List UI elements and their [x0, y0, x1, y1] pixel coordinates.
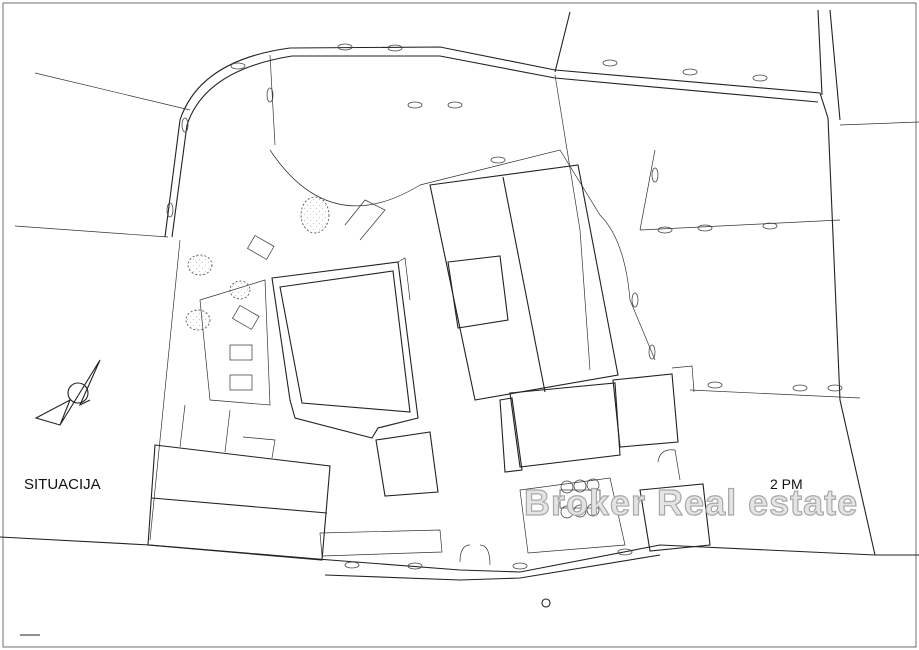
- survey-marker-icon: [541, 598, 551, 608]
- main-building-roof: [429, 164, 619, 401]
- shrubs: [166, 43, 843, 570]
- drawing-title: SITUACIJA: [24, 476, 101, 493]
- annex-building: [499, 365, 695, 473]
- road-top: [164, 9, 841, 238]
- planter: [639, 449, 711, 552]
- north-arrow-icon: [34, 359, 101, 426]
- garage-roof: [147, 404, 331, 561]
- parcel-lines: [14, 54, 919, 556]
- watermark: Broker Real estate: [523, 481, 859, 523]
- pool: [271, 257, 439, 497]
- road-bottom: [0, 536, 919, 636]
- parcel-label: 2 PM: [770, 476, 803, 492]
